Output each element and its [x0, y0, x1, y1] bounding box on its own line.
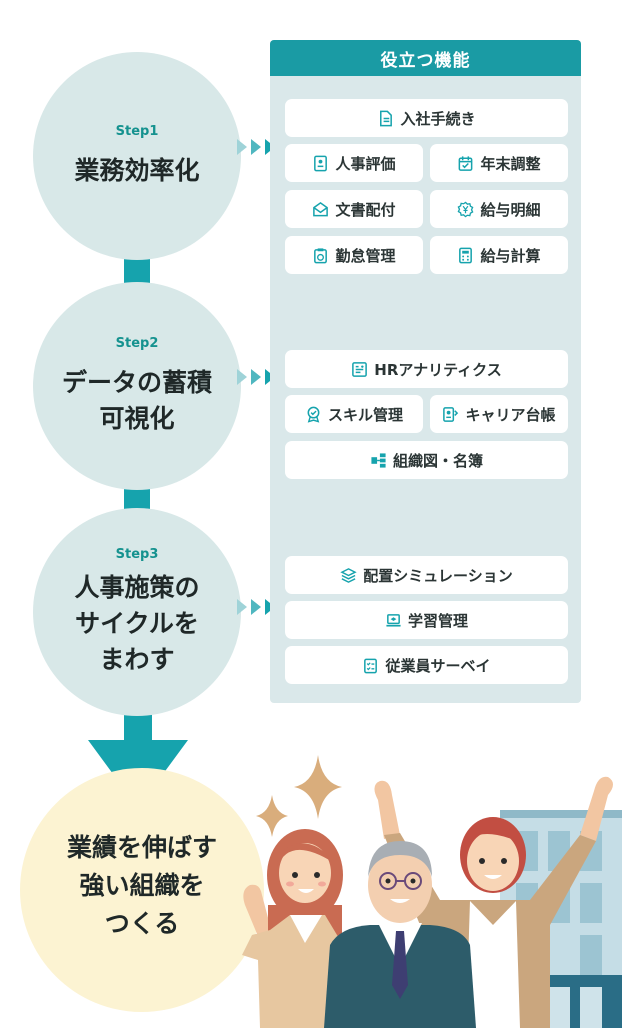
feature-evaluation: 人事評価: [285, 144, 423, 182]
feature-onboarding: 入社手続き: [285, 99, 568, 137]
goal-title: 業績を伸ばす 強い組織を つくる: [66, 833, 217, 938]
feature-payslip: 給与明細: [430, 190, 568, 228]
step-2-circle: Step2 データの蓄積 可視化: [33, 282, 241, 490]
woman-avatar: [242, 829, 343, 1028]
feature-org-chart: 組織図・名簿: [285, 441, 568, 479]
step-1-title: 業務効率化: [74, 155, 200, 185]
feature-attendance: 勤怠管理: [285, 236, 423, 274]
sparkle-icon: [256, 755, 342, 837]
timecard-icon: [314, 247, 328, 263]
feature-skill-management: スキル管理: [285, 395, 423, 433]
evaluation-icon: [314, 155, 328, 171]
senior-man-avatar: [324, 841, 476, 1028]
feature-hr-analytics: HRアナリティクス: [285, 350, 568, 388]
mail-icon: [313, 201, 329, 216]
org-chart-icon: [371, 452, 386, 468]
step-2-label: Step2: [115, 335, 159, 351]
goal-circle: 業績を伸ばす 強い組織を つくる: [20, 768, 264, 1012]
step-2-title: データの蓄積 可視化: [61, 367, 212, 433]
laptop-learning-icon: [386, 613, 401, 627]
feature-payroll: 給与計算: [430, 236, 568, 274]
checklist-icon: [364, 658, 378, 673]
feature-placement-simulation: 配置シミュレーション: [285, 556, 568, 594]
people-celebrating-illustration: [242, 755, 622, 1028]
calculator-icon: [459, 247, 473, 263]
step-1-circle: Step1 業務効率化: [33, 52, 241, 260]
feature-employee-survey: 従業員サーベイ: [285, 646, 568, 684]
feature-year-end-adjustment: 年末調整: [430, 144, 568, 182]
layers-icon: [340, 567, 357, 583]
feature-document-distribution: 文書配付: [285, 190, 423, 228]
dashboard-icon: [352, 361, 368, 377]
step-3-circle: Step3 人事施策の サイクルを まわす: [33, 508, 241, 716]
career-ledger-icon: [443, 406, 459, 422]
medal-icon: [307, 406, 320, 423]
feature-learning-management: 学習管理: [285, 601, 568, 639]
arrow-down-icon: [88, 700, 188, 808]
features-panel: 役立つ機能 入社手続き 人事評価 年末調整 文書配付 給与明細 勤怠管理 給与計…: [270, 40, 581, 703]
feature-career-ledger: キャリア台帳: [430, 395, 568, 433]
step-3-label: Step3: [115, 546, 159, 562]
document-icon: [380, 110, 393, 126]
step-3-title: 人事施策の サイクルを まわす: [74, 572, 200, 674]
calendar-check-icon: [459, 155, 473, 171]
yen-badge-icon: [458, 201, 474, 217]
features-panel-title: 役立つ機能: [270, 40, 581, 76]
step-1-label: Step1: [115, 123, 159, 139]
